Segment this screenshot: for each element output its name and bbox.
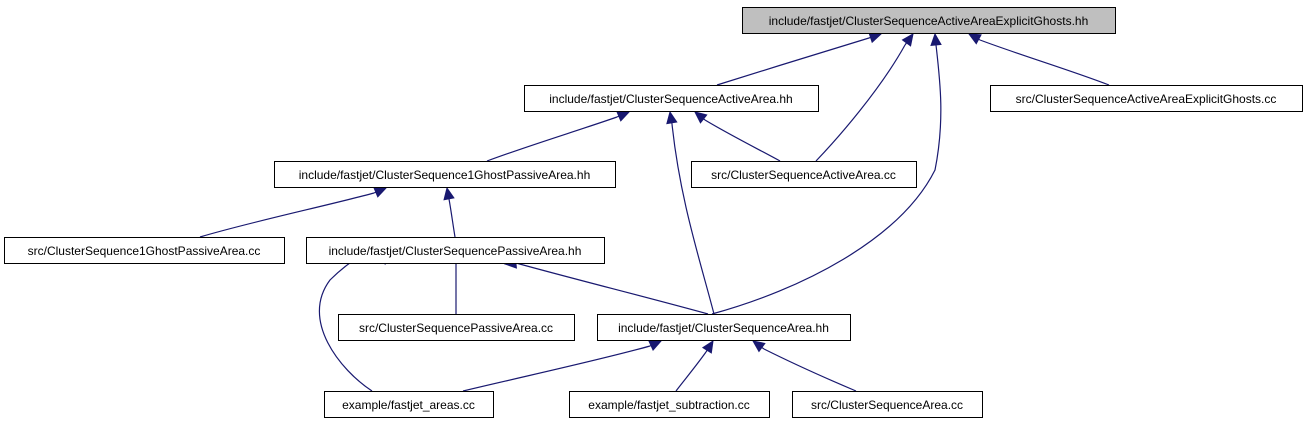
arrowhead <box>648 340 663 352</box>
edge-line <box>815 44 906 162</box>
edge-line <box>671 123 715 315</box>
node-label: example/fastjet_subtraction.cc <box>588 398 749 412</box>
node-cluster-sequence-active-area-explicit-ghosts-cc[interactable]: src/ClusterSequenceActiveAreaExplicitGho… <box>990 85 1303 112</box>
edge-line <box>462 345 651 392</box>
edge-caa_cc-to-root <box>815 33 914 162</box>
arrowhead <box>373 187 388 198</box>
node-example-fastjet-subtraction-cc[interactable]: example/fastjet_subtraction.cc <box>569 391 770 418</box>
node-label: include/fastjet/ClusterSequenceArea.hh <box>618 321 829 335</box>
node-label: src/ClusterSequenceArea.cc <box>811 398 963 412</box>
edge-area_hh-to-root <box>711 32 942 315</box>
edge-line <box>711 44 942 315</box>
edge-ghost1_cc-to-ghost1_hh <box>199 187 388 238</box>
arrowhead <box>666 110 678 125</box>
arrowhead <box>930 32 942 46</box>
edge-area_cc-to-area_hh <box>752 340 857 392</box>
edge-caa_hh-to-root <box>716 32 883 86</box>
node-label: include/fastjet/ClusterSequencePassiveAr… <box>329 244 582 258</box>
node-cluster-sequence-active-area-cc[interactable]: src/ClusterSequenceActiveArea.cc <box>691 161 917 188</box>
node-label: include/fastjet/ClusterSequence1GhostPas… <box>299 168 591 182</box>
node-label: src/ClusterSequenceActiveArea.cc <box>711 168 896 182</box>
edge-line <box>675 351 707 392</box>
node-label: src/ClusterSequence1GhostPassiveArea.cc <box>28 244 261 258</box>
edge-line <box>199 192 375 238</box>
arrowhead <box>967 33 982 45</box>
arrowhead <box>443 186 455 201</box>
nodes-layer: include/fastjet/ClusterSequenceActiveAre… <box>4 7 1303 418</box>
node-label: src/ClusterSequencePassiveArea.cc <box>359 321 553 335</box>
edge-line <box>716 37 870 86</box>
node-cluster-sequence-passive-area-hh[interactable]: include/fastjet/ClusterSequencePassiveAr… <box>306 237 605 264</box>
edge-line <box>515 262 709 315</box>
node-cluster-sequence-area-hh[interactable]: include/fastjet/ClusterSequenceArea.hh <box>597 314 851 341</box>
arrowhead <box>701 339 714 354</box>
node-cluster-sequence-area-cc[interactable]: src/ClusterSequenceArea.cc <box>792 391 983 418</box>
edge-line <box>486 116 618 162</box>
node-cluster-sequence-passive-area-cc[interactable]: src/ClusterSequencePassiveArea.cc <box>338 314 575 341</box>
node-cluster-sequence-1ghost-passive-area-hh[interactable]: include/fastjet/ClusterSequence1GhostPas… <box>274 161 616 188</box>
arrowhead <box>868 32 883 44</box>
node-example-fastjet-areas-cc[interactable]: example/fastjet_areas.cc <box>324 391 494 418</box>
node-label: include/fastjet/ClusterSequenceActiveAre… <box>549 92 792 106</box>
arrowhead <box>901 33 914 47</box>
edge-line <box>448 198 456 238</box>
node-cluster-sequence-active-area-hh[interactable]: include/fastjet/ClusterSequenceActiveAre… <box>524 85 819 112</box>
edges-layer <box>199 32 1110 392</box>
node-label: example/fastjet_areas.cc <box>342 398 475 412</box>
edge-ex_areas-to-area_hh <box>462 340 663 392</box>
arrowhead <box>752 340 766 353</box>
node-label: include/fastjet/ClusterSequenceActiveAre… <box>769 14 1089 28</box>
edge-line <box>979 39 1110 86</box>
arrowhead <box>616 111 631 122</box>
arrowhead <box>694 111 708 124</box>
edge-ex_sub-to-area_hh <box>675 339 714 392</box>
edge-area_hh-to-caa_hh <box>666 110 715 315</box>
edge-passive_hh-to-ghost1_hh <box>443 186 456 238</box>
node-cluster-sequence-active-area-explicit-ghosts-hh[interactable]: include/fastjet/ClusterSequenceActiveAre… <box>742 7 1116 34</box>
edge-explicit_cc-to-root <box>967 33 1110 86</box>
node-cluster-sequence-1ghost-passive-area-cc[interactable]: src/ClusterSequence1GhostPassiveArea.cc <box>4 237 285 264</box>
edge-line <box>763 348 857 392</box>
node-label: src/ClusterSequenceActiveAreaExplicitGho… <box>1016 92 1277 106</box>
edge-caa_cc-to-caa_hh <box>694 111 781 162</box>
edge-area_hh-to-passive_hh <box>503 257 709 315</box>
edge-ghost1_hh-to-caa_hh <box>486 111 631 162</box>
edge-line <box>704 119 781 162</box>
